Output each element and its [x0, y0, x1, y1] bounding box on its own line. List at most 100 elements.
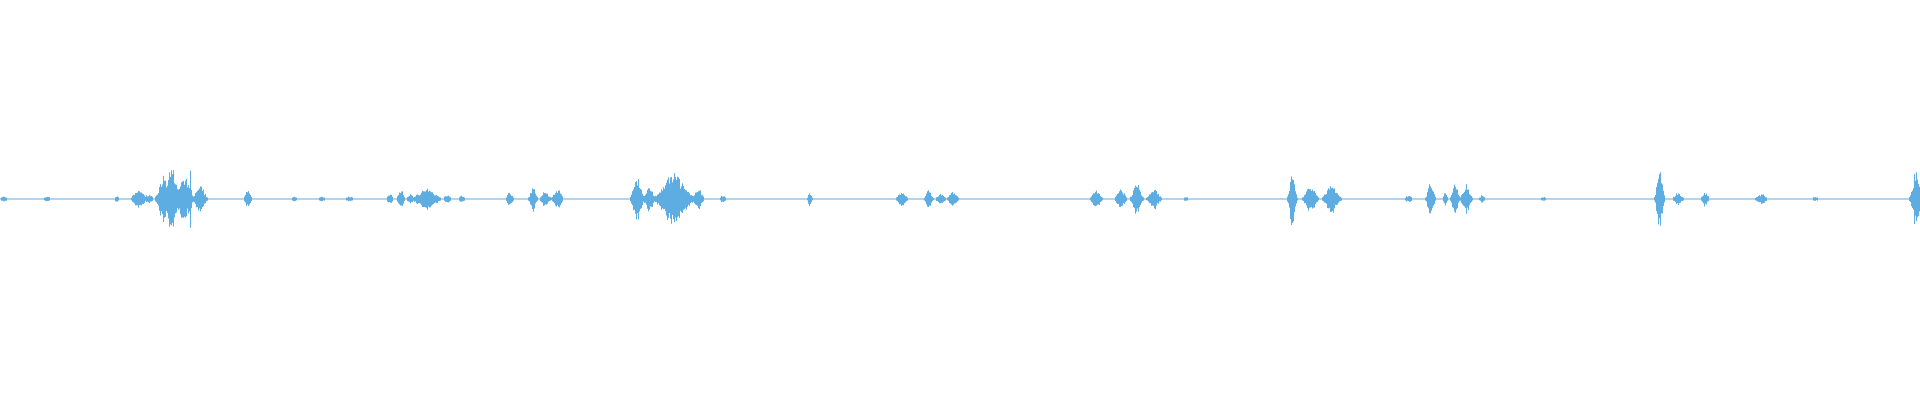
waveform-sample	[905, 196, 906, 203]
waveform-sample	[1432, 190, 1433, 208]
waveform-sample	[1341, 197, 1342, 201]
waveform-sample	[1092, 194, 1093, 203]
waveform-sample	[1134, 187, 1135, 209]
waveform-sample	[170, 176, 171, 225]
waveform-sample	[900, 194, 901, 205]
waveform-sample	[296, 197, 297, 201]
waveform-sample	[350, 197, 351, 201]
waveform-sample	[949, 195, 950, 203]
waveform-sample	[661, 189, 662, 210]
waveform-sample	[509, 192, 510, 205]
waveform-sample	[432, 192, 433, 205]
waveform-sample	[899, 194, 900, 205]
waveform-sample	[672, 182, 673, 215]
waveform-sample	[348, 196, 349, 202]
waveform-sample	[426, 190, 427, 208]
waveform-sample	[537, 196, 538, 201]
waveform-sample	[545, 193, 546, 205]
waveform-sample	[1318, 197, 1319, 201]
waveform-sample	[702, 194, 703, 203]
waveform-sample	[1294, 184, 1295, 213]
waveform-sample	[1325, 194, 1326, 203]
waveform-sample	[178, 189, 179, 210]
waveform-sample	[1462, 193, 1463, 205]
waveform-sample	[1411, 197, 1412, 201]
waveform-sample	[134, 194, 135, 204]
waveform-sample	[940, 193, 941, 204]
waveform-sample	[1315, 192, 1316, 204]
waveform-sample	[446, 196, 447, 202]
waveform-sample	[398, 195, 399, 204]
waveform-sample	[166, 187, 167, 211]
waveform-sample	[1331, 188, 1332, 212]
waveform-sample	[1756, 197, 1757, 201]
waveform-sample	[680, 188, 681, 211]
waveform-sample	[1758, 195, 1759, 202]
waveform-sample	[693, 196, 694, 202]
waveform-sample	[937, 197, 938, 202]
waveform-sample	[155, 196, 156, 202]
waveform-sample	[206, 197, 207, 202]
waveform-sample	[435, 195, 436, 203]
waveform-sample	[437, 195, 438, 203]
waveform-sample	[463, 196, 464, 201]
waveform-sample	[812, 197, 813, 201]
waveform-sample	[324, 197, 325, 201]
waveform-sample	[528, 197, 529, 201]
waveform-sample	[674, 173, 675, 223]
waveform-sample	[724, 196, 725, 202]
waveform-sample	[1683, 197, 1684, 201]
waveform-sample	[1760, 196, 1761, 203]
waveform-sample	[1542, 197, 1543, 201]
waveform-sample	[1293, 180, 1294, 222]
waveform-sample	[1156, 191, 1157, 206]
waveform-sample	[464, 197, 465, 201]
waveform-sample	[675, 176, 676, 218]
waveform-sample	[1135, 185, 1136, 214]
waveform-sample	[930, 192, 931, 206]
waveform-sample	[810, 194, 811, 205]
waveform-sample	[1324, 194, 1325, 203]
waveform-sample	[409, 195, 410, 202]
waveform-sample	[1158, 193, 1159, 204]
waveform-sample	[658, 194, 659, 204]
waveform-sample	[157, 194, 158, 204]
waveform-sample	[1095, 191, 1096, 207]
waveform-sample	[347, 197, 348, 201]
waveform-sample	[413, 197, 414, 201]
waveform-sample	[1814, 197, 1815, 201]
waveform-sample	[183, 181, 184, 218]
waveform-sample	[1117, 193, 1118, 204]
waveform-sample	[947, 197, 948, 201]
waveform-sample	[1120, 189, 1121, 208]
waveform-sample	[249, 193, 250, 205]
waveform-sample	[811, 195, 812, 202]
waveform-sample	[2, 197, 3, 201]
waveform-sample	[1160, 196, 1161, 202]
waveform-sample	[1656, 187, 1657, 212]
waveform-sample	[1761, 194, 1762, 204]
waveform-sample	[1302, 197, 1303, 201]
waveform-sample	[148, 196, 149, 203]
waveform-sample	[687, 192, 688, 207]
waveform-sample	[1461, 195, 1462, 204]
waveform-sample	[151, 196, 152, 202]
waveform-sample	[1118, 193, 1119, 204]
waveform-sample	[1447, 196, 1448, 201]
waveform-sample	[207, 197, 208, 201]
waveform-sample	[1764, 195, 1765, 203]
waveform-sample	[117, 196, 118, 202]
waveform-sample	[657, 194, 658, 205]
waveform-sample	[689, 193, 690, 206]
waveform-sample	[897, 196, 898, 202]
waveform-sample	[1146, 197, 1147, 201]
waveform-sample	[549, 196, 550, 202]
waveform-sample	[1313, 191, 1314, 208]
waveform-sample	[402, 191, 403, 206]
waveform-sample	[1099, 193, 1100, 205]
waveform-sample	[175, 184, 176, 214]
waveform-sample	[1483, 196, 1484, 202]
waveform-sample	[1408, 196, 1409, 202]
waveform-sample	[636, 181, 637, 220]
